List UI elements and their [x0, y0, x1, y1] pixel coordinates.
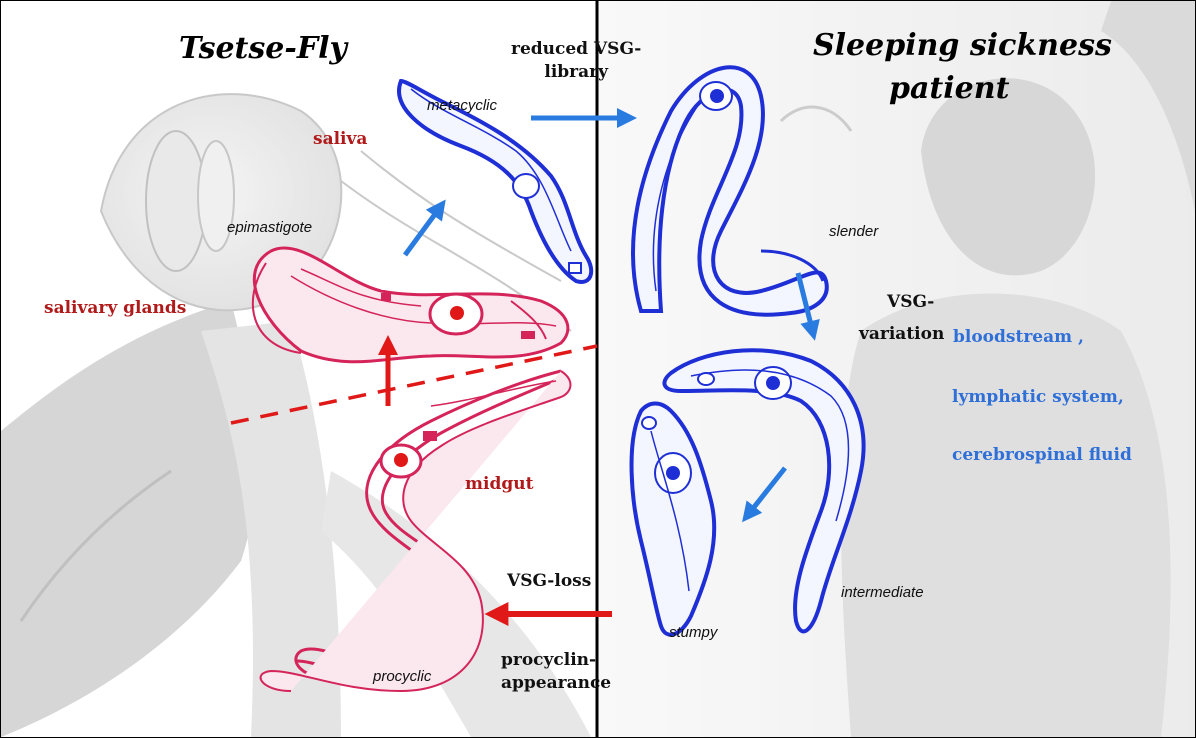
metacyclic-label: metacyclic: [427, 97, 497, 114]
reduced-vsg-line1: reduced VSG-: [511, 38, 641, 61]
epimastigote-parasite: [253, 248, 568, 362]
reduced-vsg-line2: library: [511, 61, 641, 84]
vsg-variation-line1: VSG-: [887, 291, 934, 314]
procyclin-line1: procyclin-: [501, 649, 611, 672]
vsg-variation-line2: variation: [859, 323, 944, 346]
bloodstream-label: bloodstream ,: [953, 327, 1084, 347]
epimastigote-label: epimastigote: [227, 219, 312, 236]
intermediate-label: intermediate: [841, 584, 924, 601]
patient-title-line1: Sleeping sickness: [813, 28, 1112, 63]
arrow-epimastigote-to-metacyclic: [405, 206, 441, 255]
procyclin-appearance-label: procyclin- appearance: [501, 649, 611, 695]
patient-title-line2: patient: [889, 71, 1009, 106]
procyclin-line2: appearance: [501, 672, 611, 695]
slender-label: slender: [829, 223, 878, 240]
midgut-label: midgut: [465, 474, 533, 494]
tsetse-fly-background: [1, 94, 591, 737]
procyclic-label: procyclic: [373, 668, 431, 685]
tsetse-fly-title: Tsetse-Fly: [179, 31, 347, 66]
lymphatic-system-label: lymphatic system,: [952, 387, 1124, 407]
saliva-label: saliva: [313, 129, 367, 149]
reduced-vsg-library-label: reduced VSG- library: [511, 38, 641, 84]
cerebrospinal-fluid-label: cerebrospinal fluid: [952, 445, 1132, 465]
stumpy-label: stumpy: [669, 624, 717, 641]
vsg-loss-label: VSG-loss: [507, 570, 591, 593]
salivary-glands-label: salivary glands: [44, 298, 186, 318]
